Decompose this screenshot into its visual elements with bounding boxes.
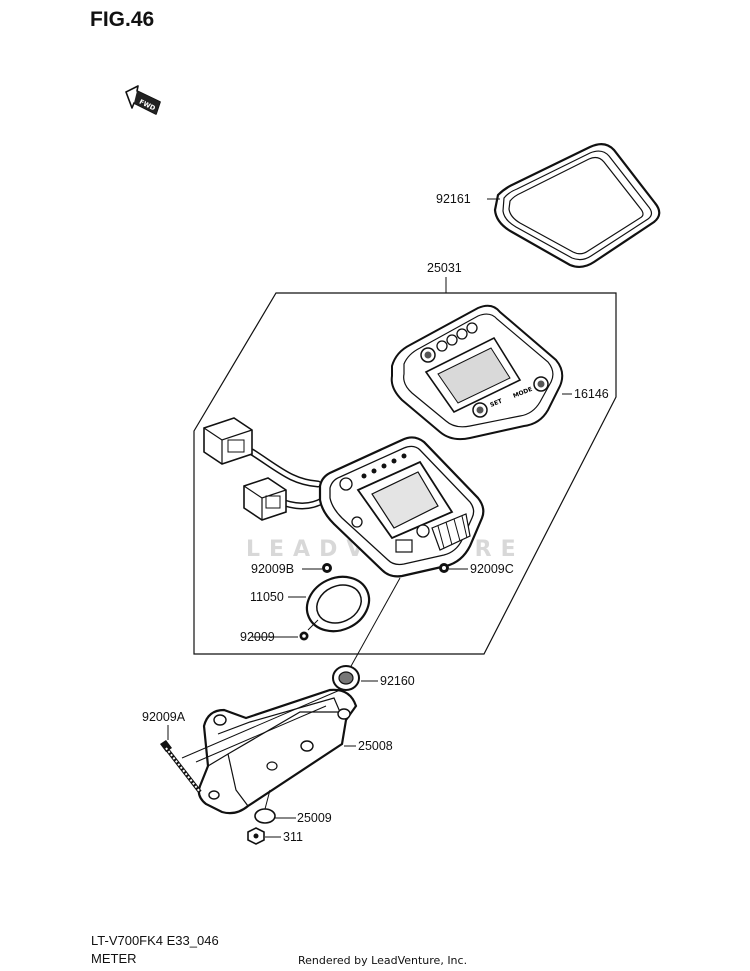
bracket-25008 (197, 688, 358, 815)
callout-92009A: 92009A (142, 710, 186, 724)
grommet-92160 (332, 665, 360, 691)
assembly-outline-25031 (193, 292, 617, 655)
callout-25009: 25009 (297, 811, 332, 825)
callout-92161: 92161 (436, 192, 471, 206)
screw-92009B (322, 563, 332, 573)
figure-title: FIG.46 (90, 8, 155, 31)
callout-92009B: 92009B (251, 562, 294, 576)
model-code: LT-V700FK4 E33_046 (91, 933, 219, 948)
rendered-by-credit: Rendered by LeadVenture, Inc. (298, 954, 468, 967)
callout-25031: 25031 (427, 261, 462, 275)
nut-311 (247, 827, 265, 845)
callout-92160: 92160 (380, 674, 415, 688)
washer-25009 (254, 808, 276, 824)
callout-92009: 92009 (240, 630, 275, 644)
callout-92009C: 92009C (470, 562, 514, 576)
callout-16146: 16146 (574, 387, 609, 401)
screw-92009C (439, 563, 449, 573)
set-button-label: SET (489, 397, 504, 409)
meter-body (318, 436, 485, 578)
callout-311: 311 (283, 830, 303, 844)
callout-11050: 11050 (250, 590, 284, 604)
wiring-harness (203, 417, 328, 521)
gasket-11050 (305, 575, 371, 633)
screw-92009 (299, 631, 309, 641)
fwd-arrow-icon: FWD (125, 85, 161, 115)
meter-cover-16146: MODE SET (390, 304, 564, 441)
gasket-92161 (493, 143, 661, 269)
callout-25008: 25008 (358, 739, 393, 753)
section-name: METER (91, 951, 137, 966)
bolt-92009A (160, 740, 202, 794)
